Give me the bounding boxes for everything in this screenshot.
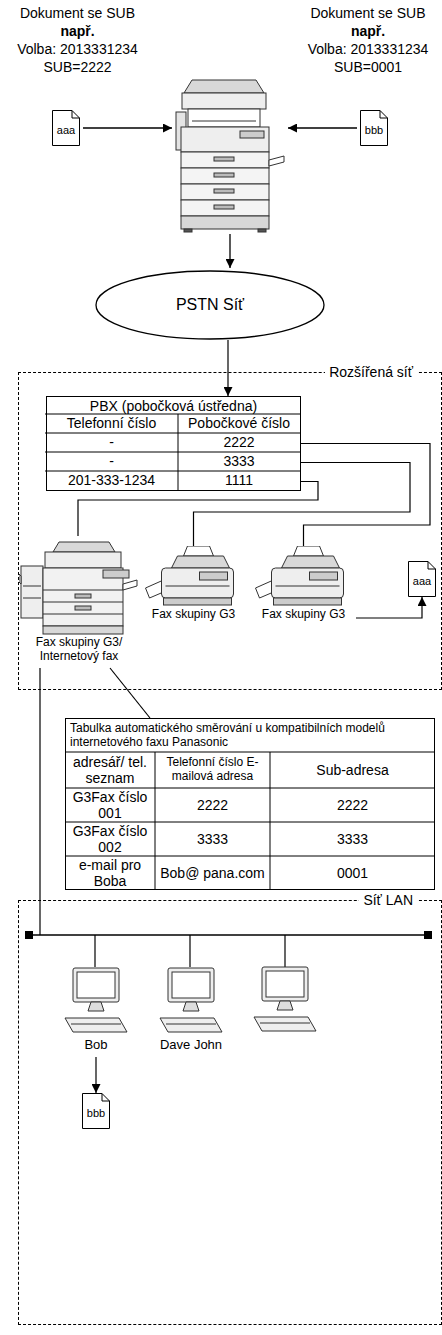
node-label: aaa xyxy=(413,575,431,587)
connector-line xyxy=(227,340,228,396)
node-label: Rozšířená síť xyxy=(325,363,417,381)
node-label: Dave John xyxy=(141,1038,241,1053)
note-text: např. xyxy=(5,23,150,39)
mfp-illustration xyxy=(19,536,139,636)
node-label: Síť LAN xyxy=(359,891,417,909)
connector-line xyxy=(78,482,318,537)
connector-line xyxy=(301,444,430,547)
connector-line xyxy=(39,668,40,900)
input-arrow xyxy=(83,127,172,128)
node-label: bbb xyxy=(87,1107,105,1119)
table-cell: 3333 xyxy=(155,831,270,847)
fax-device: Fax skupiny G3 xyxy=(141,546,246,626)
note-text: Volba: 2013331234 xyxy=(5,41,150,57)
fax-illustration xyxy=(251,546,356,608)
table-cell: 3333 xyxy=(178,453,300,469)
note-text: SUB=2222 xyxy=(5,59,150,75)
node-label: bbb xyxy=(365,124,383,136)
table-cell: 2222 xyxy=(178,434,300,450)
table-cell: 2222 xyxy=(270,797,435,813)
input-arrow xyxy=(288,127,357,128)
node-label: Bob xyxy=(61,1038,131,1053)
node-label: Tabulka automatického směrování u kompat… xyxy=(66,719,434,751)
connector-line xyxy=(356,597,422,618)
table-header: adresář/ tel. seznam xyxy=(65,754,155,786)
document-icon: aaa xyxy=(408,561,436,597)
pc-station: Bob xyxy=(61,966,131,1057)
table-cell: G3Fax číslo 001 xyxy=(65,789,155,821)
note-text: např. xyxy=(296,23,440,39)
table-grid xyxy=(45,414,300,490)
copier-illustration xyxy=(176,80,284,232)
network-region: BobDave JohnbbbSíť LAN xyxy=(18,900,442,1325)
connector-line xyxy=(110,668,150,718)
table-cell: - xyxy=(45,453,178,469)
node-label: Fax skupiny G3 xyxy=(141,608,246,622)
node-label: PBX (pobočková ústředna) xyxy=(47,397,300,415)
table-header: Telefonní číslo xyxy=(45,415,178,431)
fax-device: Fax skupiny G3/ Internetový fax xyxy=(19,536,139,668)
table-cell: e-mail pro Boba xyxy=(65,857,155,889)
node-label: PSTN Síť xyxy=(176,296,244,314)
node-label: aaa xyxy=(57,124,75,136)
pc-station: Dave John xyxy=(141,966,241,1057)
document-icon: bbb xyxy=(82,1093,110,1129)
pc-illustration xyxy=(254,967,316,1031)
fax-illustration xyxy=(141,546,246,608)
note-text: Volba: 2013331234 xyxy=(296,41,440,57)
table-grid xyxy=(65,752,435,890)
node-label: Fax skupiny G3/ Internetový fax xyxy=(19,636,139,664)
document-icon: bbb xyxy=(360,110,388,146)
note-text: Dokument se SUB xyxy=(296,5,440,21)
table-cell: - xyxy=(45,434,178,450)
table-cell: 0001 xyxy=(270,865,435,881)
node-label: Fax skupiny G3 xyxy=(251,608,356,622)
table-cell: G3Fax číslo 002 xyxy=(65,823,155,855)
table-header: Sub-adresa xyxy=(270,762,435,778)
pc-illustration xyxy=(156,966,226,1038)
pc-illustration xyxy=(61,966,131,1038)
lan-bus xyxy=(25,900,432,967)
table-cell: 3333 xyxy=(270,831,435,847)
table-cell: 2222 xyxy=(155,797,270,813)
network-ellipse: PSTN Síť xyxy=(95,270,325,340)
note-text: Dokument se SUB xyxy=(5,5,150,21)
table-header: Pobočkové číslo xyxy=(178,415,300,431)
note-text: SUB=0001 xyxy=(296,59,440,75)
fax-device: Fax skupiny G3 xyxy=(251,546,356,626)
table-cell: 1111 xyxy=(178,472,300,488)
output-arrow xyxy=(229,234,230,268)
table-cell: 201-333-1234 xyxy=(45,472,178,488)
document-icon: aaa xyxy=(52,110,80,146)
connector-line xyxy=(95,1057,96,1093)
table-header: Telefonní číslo E-mailová adresa xyxy=(155,756,270,784)
table-cell: Bob@ pana.com xyxy=(155,865,270,881)
